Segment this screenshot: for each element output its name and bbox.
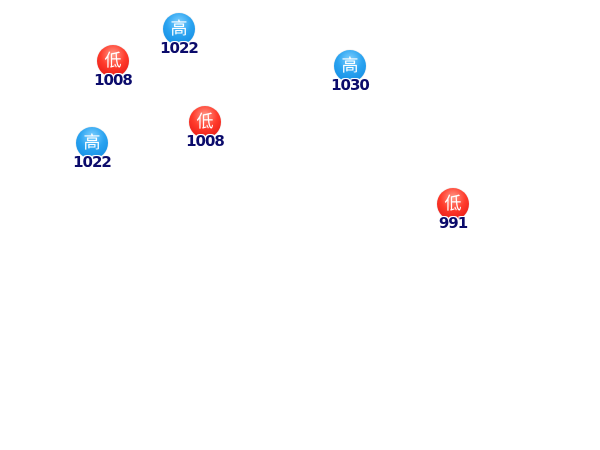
low-pressure-icon: 低 <box>97 45 129 77</box>
pressure-value: 1008 <box>186 132 225 150</box>
high-pressure-marker[interactable]: 高 1022 <box>157 13 201 59</box>
low-pressure-icon: 低 <box>437 188 469 220</box>
high-pressure-icon: 高 <box>334 50 366 82</box>
low-pressure-marker[interactable]: 低 991 <box>431 188 475 234</box>
pressure-value: 1022 <box>160 39 199 57</box>
high-pressure-marker[interactable]: 高 1030 <box>328 50 372 96</box>
high-pressure-icon: 高 <box>163 13 195 45</box>
pressure-value: 1030 <box>331 76 370 94</box>
low-pressure-marker[interactable]: 低 1008 <box>91 45 135 91</box>
pressure-value: 1022 <box>73 153 112 171</box>
high-pressure-marker[interactable]: 高 1022 <box>70 127 114 173</box>
low-pressure-marker[interactable]: 低 1008 <box>183 106 227 152</box>
pressure-value: 1008 <box>94 71 133 89</box>
pressure-value: 991 <box>438 214 468 232</box>
pressure-marker-partial: 0000 <box>30 0 74 14</box>
low-pressure-icon: 低 <box>189 106 221 138</box>
high-pressure-icon: 高 <box>76 127 108 159</box>
